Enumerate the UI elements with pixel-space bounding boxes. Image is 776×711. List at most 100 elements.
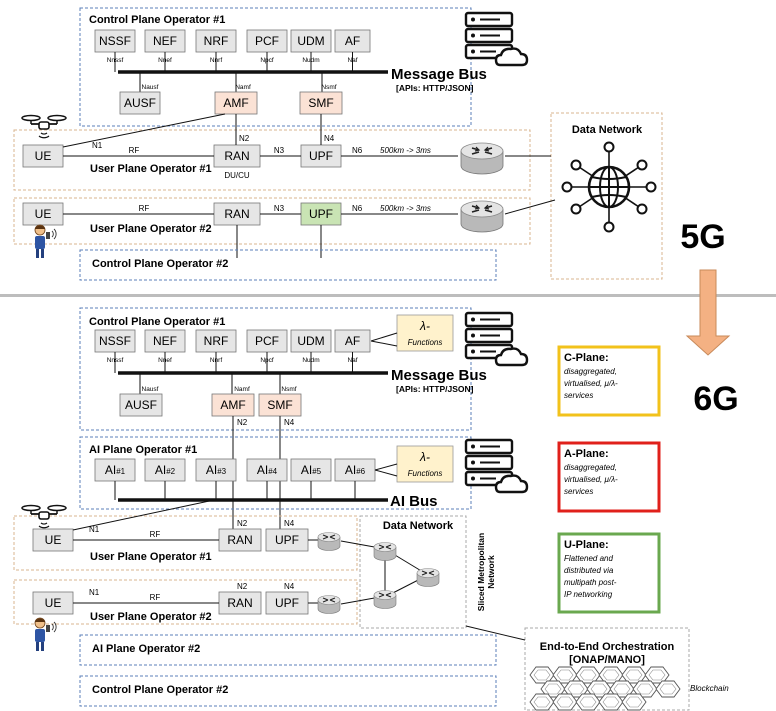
bot-cp-lambda-box [396, 314, 454, 352]
top-nf-udm-label: UDM [297, 34, 324, 48]
label-6g: 6G [693, 380, 738, 418]
cp1-top-title: Control Plane Operator #1 [89, 14, 225, 26]
bot-up2-n4: N4 [284, 582, 295, 591]
bot-smf-iface: Nsmf [281, 386, 296, 393]
legend-title-0: C-Plane: [564, 352, 609, 364]
bot-up1-n1-line [72, 499, 215, 531]
top-up1-n1: N1 [92, 141, 103, 150]
bot-ausf-iface: Nausf [142, 386, 159, 393]
globe-node-4 [645, 181, 657, 193]
bot-up1-upf-label: UPF [275, 533, 299, 547]
bot-cp-lambda-sym: λ- [419, 319, 430, 333]
globe-node-1 [570, 159, 582, 171]
bot-bus-api: [APIs: HTTP/JSON] [396, 384, 474, 394]
sliced-network-label: Sliced MetropolitanNetwork [476, 533, 496, 611]
top-ausf [119, 91, 161, 115]
bot-ai-5-label: AI#5 [301, 463, 322, 477]
top-up1-n4: N4 [324, 134, 335, 143]
top-up1-n1-line [62, 113, 226, 148]
legend-line-1-1: virtualised, μ/λ- [564, 475, 618, 484]
bot-up1-ran-label: RAN [227, 533, 252, 547]
bot-dn-router-3 [373, 589, 397, 610]
bot-ai-4-label: AI#4 [257, 463, 278, 477]
bot-amf-iface: Namf [234, 386, 250, 393]
legend-title-1: A-Plane: [564, 448, 609, 460]
top-ausf-label: AUSF [124, 96, 156, 110]
blockchain-label: Blockchain [690, 684, 729, 693]
legend-line-0-1: virtualised, μ/λ- [564, 379, 618, 388]
bot-n2-label: N2 [237, 418, 248, 427]
orchestration-sub: [ONAP/MANO] [569, 654, 645, 666]
top-nf-iface-4: Nudm [302, 57, 319, 64]
bot-nf-iface-5: Naf [347, 357, 357, 364]
cp2-top-title: Control Plane Operator #2 [92, 258, 228, 270]
bot-ai-1-label: AI#1 [105, 463, 126, 477]
bot-up1-n2: N2 [237, 519, 248, 528]
top-nf-nef-label: NEF [153, 34, 177, 48]
legend-line-0-2: services [564, 391, 593, 400]
bot-up1-n1: N1 [89, 525, 100, 534]
globe-node-2 [636, 159, 648, 171]
globe-node-5 [570, 203, 582, 215]
bot-up1-ue-label: UE [45, 533, 62, 547]
bot-nf-udm-label: UDM [297, 334, 324, 348]
up1-bottom-box [13, 515, 358, 571]
globe-node-7 [603, 221, 615, 233]
top-up2-upf-label: UPF [309, 207, 333, 221]
bot-dn-link-2 [340, 596, 381, 605]
ai1-title: AI Plane Operator #1 [89, 444, 197, 456]
top-up1-ran-label: RAN [224, 149, 249, 163]
ai2-title: AI Plane Operator #2 [92, 643, 200, 655]
legend-line-2-1: distributed via [564, 566, 614, 575]
bot-nf-nrf-label: NRF [204, 334, 229, 348]
bot-ai-lambda-link-1 [374, 463, 398, 471]
top-smf-iface: Nsmf [321, 84, 336, 91]
bot-cloud-server-icon-1 [464, 311, 529, 367]
top-up1-n2: N2 [239, 134, 250, 143]
up2-top-box [13, 197, 531, 245]
bot-nf-iface-4: Nudm [302, 357, 319, 364]
top-up2-rf: RF [139, 204, 150, 213]
legend-title-2: U-Plane: [564, 539, 609, 551]
cp2-bottom-title: Control Plane Operator #2 [92, 684, 228, 696]
bot-nf-iface-0: Nnssf [107, 357, 124, 364]
up2-top-title: User Plane Operator #2 [90, 223, 212, 235]
orchestration-link [465, 625, 526, 641]
top-nf-iface-3: Npcf [260, 57, 274, 64]
top-drone-icon [21, 114, 67, 139]
top-smf-label: SMF [308, 96, 333, 110]
top-up2-router-icon [460, 200, 504, 233]
bot-ausf-label: AUSF [125, 398, 157, 412]
globe-node-6 [636, 203, 648, 215]
legend-line-2-0: Flattened and [564, 554, 613, 563]
bot-ai-2-label: AI#2 [155, 463, 176, 477]
bot-ai-6-label: AI#6 [345, 463, 366, 477]
bot-ai-bus-label: AI Bus [390, 493, 438, 510]
bot-nf-iface-3: Npcf [260, 357, 274, 364]
top-message-bus-label: Message Bus [391, 66, 487, 83]
legend-box-2 [557, 532, 661, 614]
cp2-bottom-box [79, 675, 497, 707]
top-up1-rf: RF [129, 146, 140, 155]
up2-bottom-title: User Plane Operator #2 [90, 611, 212, 623]
top-amf-iface: Namf [235, 84, 251, 91]
top-amf-label: AMF [223, 96, 248, 110]
bot-data-network-box [359, 515, 467, 629]
bot-up1-n4: N4 [284, 519, 295, 528]
bot-up2-n2: N2 [237, 582, 248, 591]
top-nf-nssf-label: NSSF [99, 34, 131, 48]
top-nf-iface-5: Naf [347, 57, 357, 64]
bot-up1-router-icon [317, 531, 341, 552]
legend-box-1 [557, 441, 661, 513]
top-up1-ue-label: UE [35, 149, 52, 163]
bot-dn-link-1 [340, 540, 381, 549]
globe-latitudes [591, 176, 627, 198]
bot-up1-rf: RF [150, 530, 161, 539]
top-up1-n6: N6 [352, 146, 363, 155]
top-dn-link-2 [504, 199, 556, 215]
bot-nf-nssf-label: NSSF [99, 334, 131, 348]
top-nf-iface-0: Nnssf [107, 57, 124, 64]
top-nf-af-label: AF [345, 34, 360, 48]
top-data-network-box [550, 112, 663, 280]
